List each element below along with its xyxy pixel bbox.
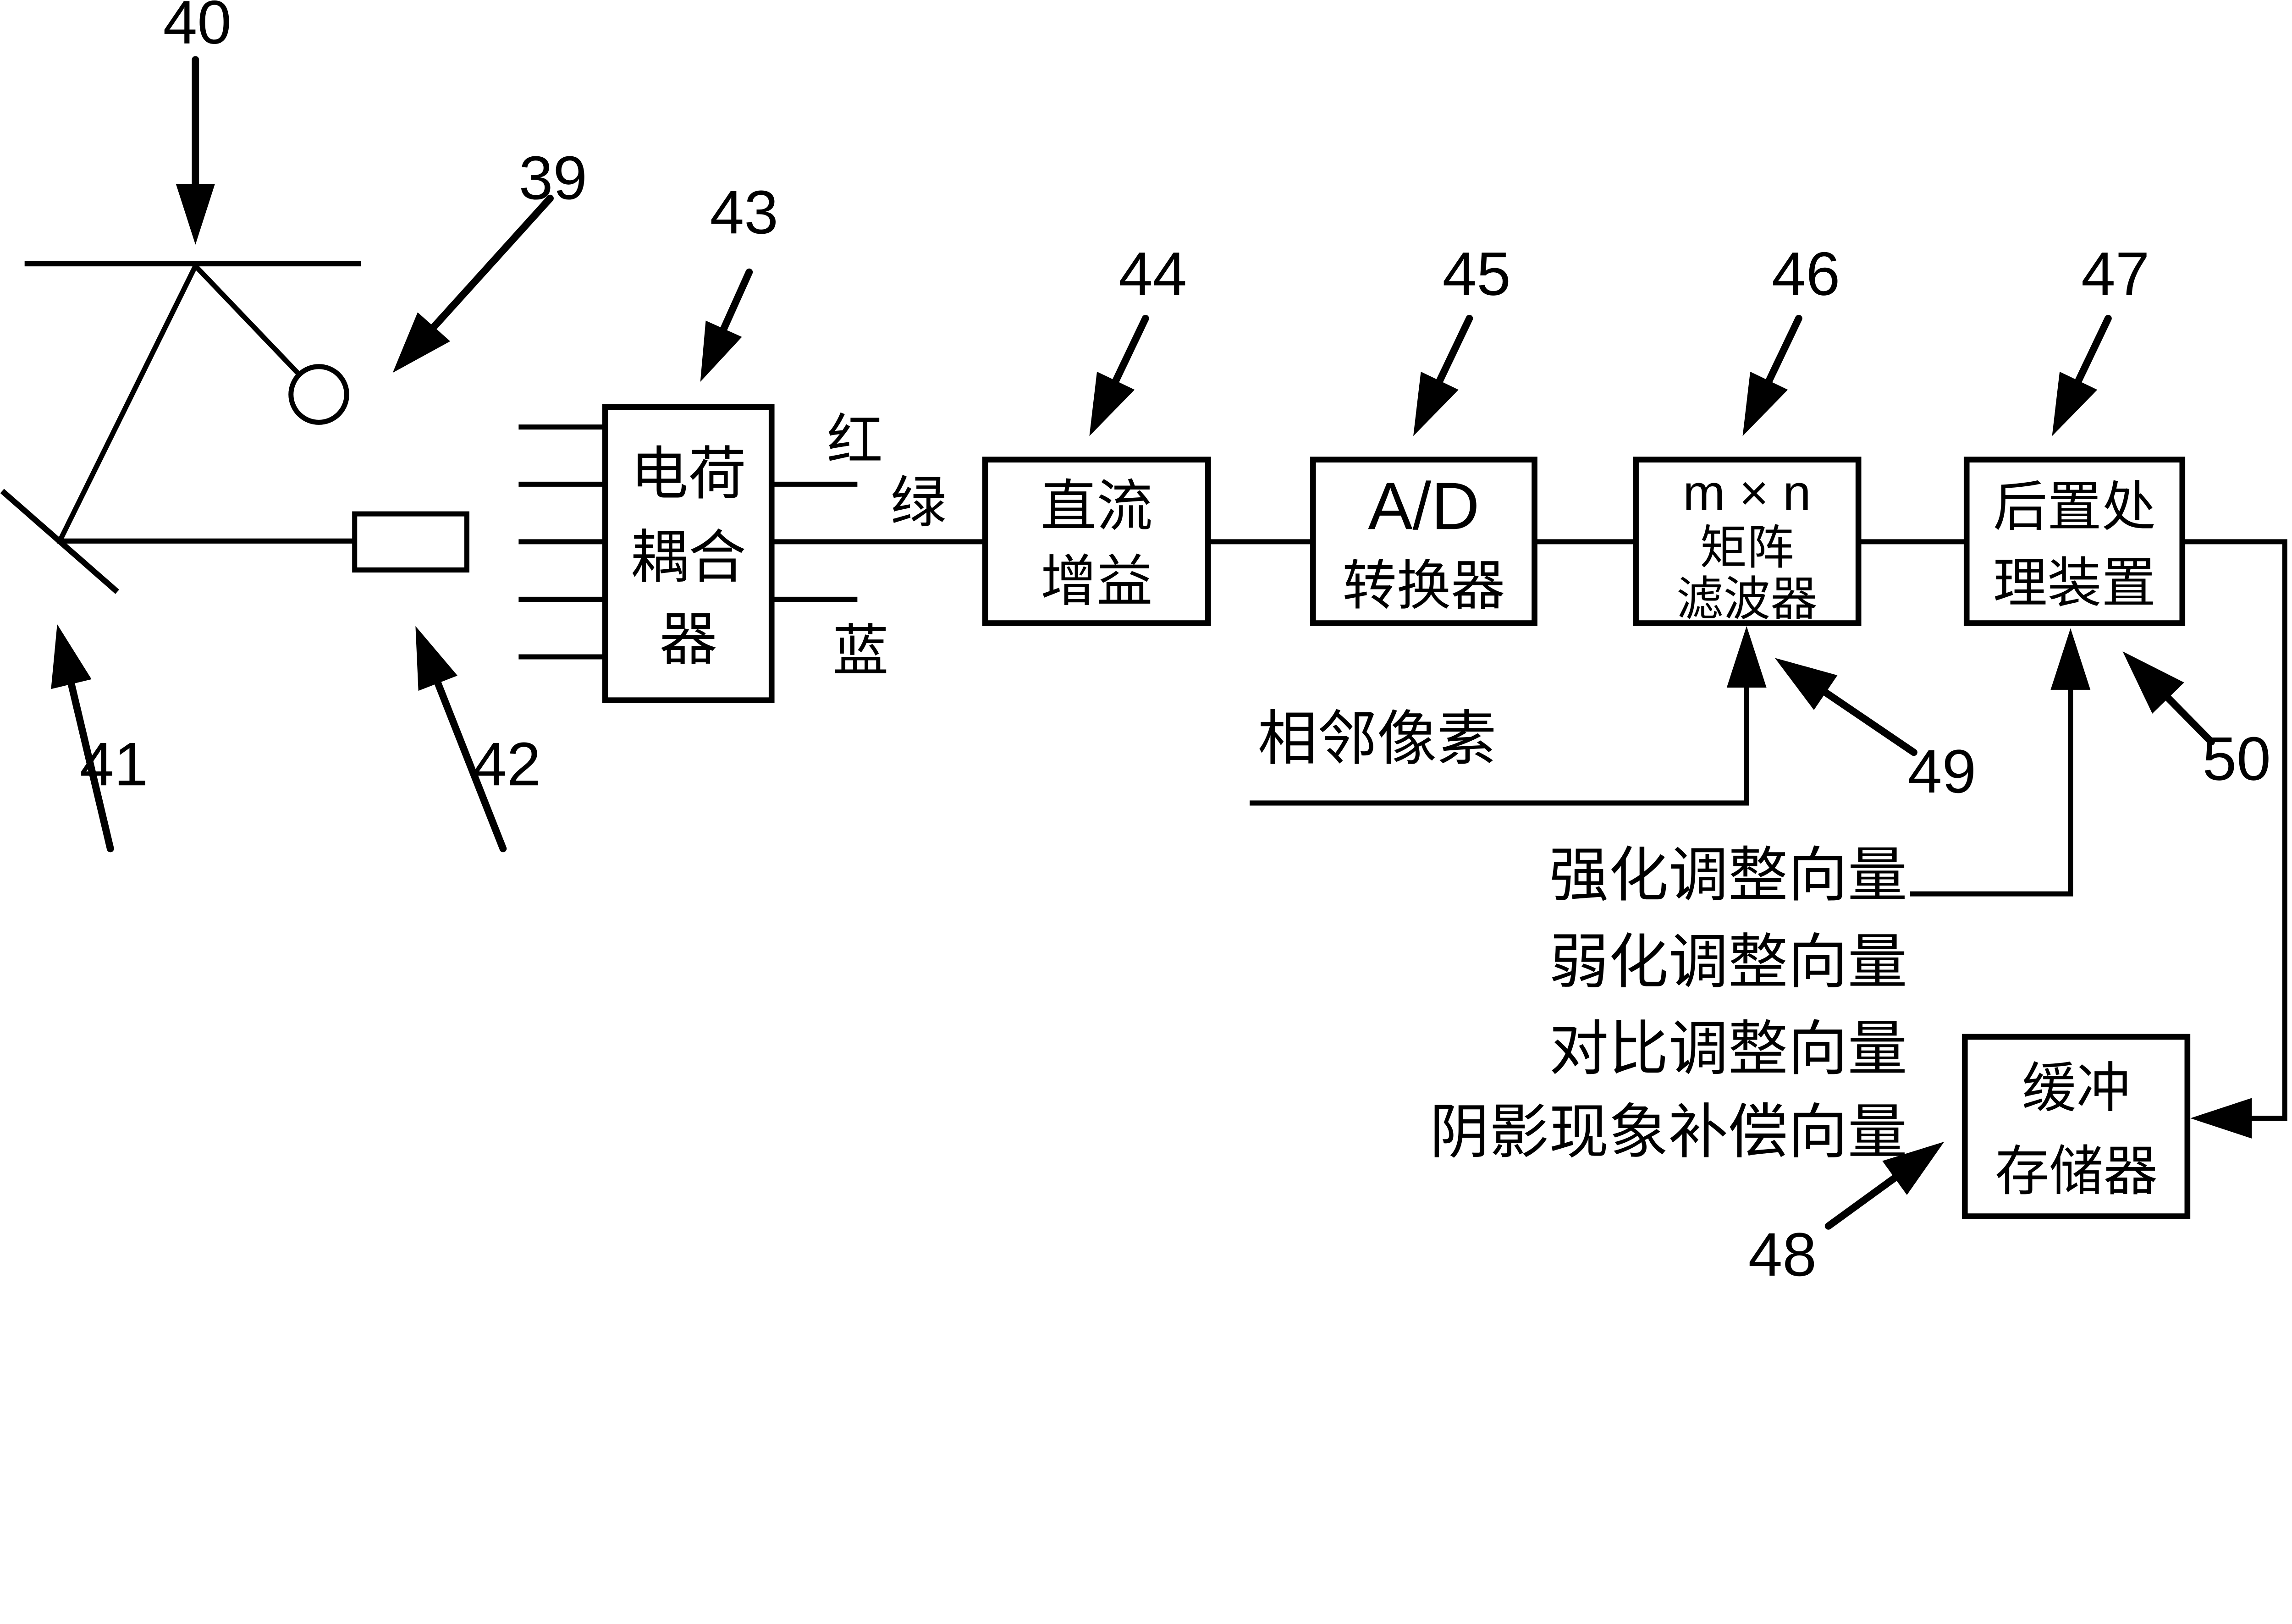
adjacent-pixels-feed: 相邻像素: [1250, 626, 1767, 806]
vector-label-contrast: 对比调整向量: [1549, 1015, 1907, 1082]
adjacent-pixels-arrowhead-icon: [1726, 626, 1767, 688]
ref-45-arrow: [1436, 314, 1473, 385]
adjacent-pixels-label: 相邻像素: [1258, 705, 1497, 772]
buffer-box: [1961, 1034, 2191, 1219]
adc-label-line2: 转换器: [1342, 556, 1505, 616]
optics-group: [0, 56, 470, 594]
ref-42: 42: [473, 730, 541, 798]
ref-43-arrowhead-icon: [700, 320, 742, 382]
incident-light-arrowhead-icon: [176, 184, 215, 245]
adjustment-vectors: 强化调整向量 弱化调整向量 对比调整向量 阴影现象补偿向量: [1430, 628, 2091, 1166]
ref-45-arrowhead-icon: [1413, 371, 1459, 436]
ref-50-arrowhead-icon: [2122, 651, 2184, 714]
ref-42-arrow: [434, 679, 507, 853]
ref-46-arrow: [1765, 314, 1802, 385]
ref-49: 49: [1908, 738, 1976, 806]
ccd-box-label-line3: 器: [660, 607, 717, 672]
post-processor-label-line1: 后置处: [1993, 477, 2156, 537]
callouts: 40 39 41 42 43 44 45 46 47 48 49 50: [51, 0, 2271, 1282]
ref-49-arrow: [1822, 689, 1917, 756]
dc-gain-label-line1: 直流: [1041, 474, 1153, 537]
ref-47: 47: [2081, 240, 2149, 308]
adc-box: [1310, 457, 1537, 626]
post-processor-box: [1963, 457, 2186, 626]
buffer-loop: 缓冲 存储器: [1961, 539, 2287, 1219]
ref-43: 43: [710, 178, 778, 247]
vectors-arrowhead-icon: [2050, 628, 2091, 690]
ref-48-arrow: [1824, 1174, 1899, 1230]
ccd-box-label-line2: 耦合: [630, 525, 746, 589]
ref-39: 39: [519, 144, 587, 212]
ref-43-arrow: [720, 268, 753, 332]
green-channel-label: 绿: [891, 471, 947, 534]
ref-41-arrowhead-icon: [51, 624, 92, 689]
ref-42-arrowhead-icon: [415, 626, 457, 691]
dc-gain-label-line2: 增益: [1041, 550, 1153, 613]
matrix-filter-label-line2: 矩阵: [1700, 521, 1794, 574]
buffer-label-line2: 存储器: [1995, 1141, 2158, 1202]
vector-label-enhance: 强化调整向量: [1549, 842, 1907, 908]
ref-44-arrowhead-icon: [1089, 371, 1135, 436]
ref-46-arrowhead-icon: [1742, 371, 1788, 436]
adjacent-pixels-wire: [1250, 686, 1749, 806]
ref-44: 44: [1118, 240, 1187, 308]
output-loop-arrowhead-icon: [2190, 1098, 2252, 1139]
ref-41-arrow: [67, 680, 114, 853]
ref-47-arrow: [2075, 314, 2112, 385]
output-loop-wire: [2180, 539, 2287, 1121]
filter-circle: [288, 364, 349, 425]
adc-label-line1: A/D: [1368, 468, 1479, 543]
ref-48: 48: [1748, 1221, 1817, 1282]
post-processor-label-line2: 理装置: [1993, 553, 2156, 614]
ccd-block: 电荷 耦合 器 红 绿 蓝: [518, 404, 947, 704]
ref-50-arrow: [2165, 694, 2215, 746]
ccd-box-label-line1: 电荷: [630, 442, 746, 506]
ref-44-arrow: [1112, 314, 1149, 385]
ref-45: 45: [1443, 240, 1511, 308]
blue-channel-label: 蓝: [832, 619, 888, 682]
ref-50: 50: [2203, 725, 2271, 793]
ref-49-arrowhead-icon: [1774, 658, 1838, 710]
ref-46: 46: [1772, 240, 1840, 308]
figure-canvas: 40 39 41 42 43 44 45 46 47 48 49 50: [0, 0, 2287, 1283]
vector-label-shading: 阴影现象补偿向量: [1430, 1099, 1907, 1166]
ccd-box: [602, 404, 775, 704]
patent-figure: 40 39 41 42 43 44 45 46 47 48 49 50: [0, 0, 2287, 1283]
signal-chain: 直流 增益 A/D 转换器 m × n 矩阵 滤波器 后置处 理装置: [769, 457, 2186, 626]
ref-48-arrowhead-icon: [1882, 1141, 1945, 1195]
sensor-window-rect: [352, 511, 470, 573]
ref-39-arrowhead-icon: [392, 312, 451, 373]
ref-40: 40: [163, 0, 231, 57]
vector-label-weaken: 弱化调整向量: [1549, 929, 1907, 996]
vectors-wire: [1910, 688, 2073, 897]
matrix-filter-label-line3: 滤波器: [1676, 573, 1818, 625]
ray-to-filter: [192, 262, 302, 377]
ref-39-arrow: [430, 194, 554, 330]
ref-47-arrowhead-icon: [2052, 371, 2098, 436]
red-channel-label: 红: [827, 409, 883, 472]
matrix-filter-label-line1: m × n: [1683, 465, 1811, 521]
buffer-label-line1: 缓冲: [2022, 1058, 2131, 1118]
ray-to-mirror: [56, 262, 199, 545]
